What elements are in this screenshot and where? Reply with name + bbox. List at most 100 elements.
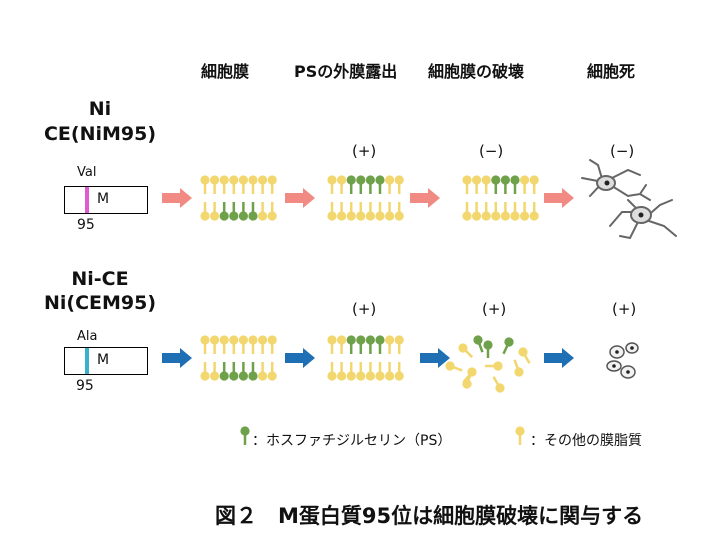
lipid-outer — [375, 335, 385, 354]
row1-membrane-not-destroyed — [462, 175, 539, 221]
lipid-outer — [375, 175, 385, 194]
lipid-inner — [248, 202, 258, 221]
lipid-outer — [219, 175, 229, 194]
lipid-inner — [365, 202, 375, 221]
header-ps-exposure: PSの外膜露出 — [294, 62, 398, 81]
lipid-fragment — [462, 371, 473, 389]
lipid-inner — [356, 202, 366, 221]
row2-sign-cell-death: (+) — [612, 300, 637, 318]
lipid-outer — [394, 175, 404, 194]
lipid-inner — [210, 202, 220, 221]
lipid-fragment — [445, 361, 463, 372]
row1-gene-box: M — [64, 186, 148, 214]
lipid-inner — [210, 362, 220, 381]
lipid-inner — [327, 202, 337, 221]
lipid-inner — [472, 202, 482, 221]
row2-membrane-intact — [200, 335, 277, 381]
row2-strain-line1: Ni-CE — [71, 268, 129, 290]
lipid-inner — [346, 362, 356, 381]
row2-membrane-destroyed — [445, 335, 531, 393]
lipid-fragment — [502, 337, 514, 355]
neuron-nucleus — [638, 212, 644, 218]
row2-gene-box: M — [64, 347, 148, 375]
lipid-inner — [337, 202, 347, 221]
lipid-outer — [238, 335, 248, 354]
lipid-outer — [337, 335, 347, 354]
legend-other-icon — [515, 426, 525, 445]
lipid-inner — [481, 202, 491, 221]
row1-arrow-3 — [410, 188, 440, 208]
row2-arrow-2 — [285, 348, 315, 368]
row1-position: 95 — [77, 217, 95, 233]
header-membrane-destruction: 細胞膜の破壊 — [428, 62, 525, 81]
lipid-outer — [520, 175, 530, 194]
neuron-process — [609, 199, 677, 240]
lipid-outer — [258, 335, 268, 354]
lipid-outer — [337, 175, 347, 194]
lipid-outer — [356, 335, 366, 354]
lipid-outer — [529, 175, 539, 194]
lipid-outer — [200, 175, 210, 194]
lipid-inner — [337, 362, 347, 381]
lipid-outer — [229, 175, 239, 194]
row2-arrow-3 — [420, 348, 450, 368]
lipid-outer — [210, 175, 220, 194]
lipid-outer — [394, 335, 404, 354]
lipid-outer — [327, 175, 337, 194]
lipid-inner — [529, 202, 539, 221]
lipid-outer — [267, 335, 277, 354]
row2-position: 95 — [76, 378, 94, 394]
lipid-fragment — [518, 347, 531, 364]
lipid-outer — [248, 175, 258, 194]
lipid-outer — [462, 175, 472, 194]
lipid-inner — [520, 202, 530, 221]
lipid-outer — [219, 335, 229, 354]
row2-arrow-4 — [544, 348, 574, 368]
legend-ps-icon — [240, 426, 250, 445]
lipid-outer — [229, 335, 239, 354]
neuron-process — [581, 159, 651, 201]
row2-membrane-ps-exposed — [327, 335, 404, 381]
lipid-outer — [491, 175, 501, 194]
row2-arrow-1 — [162, 348, 192, 368]
row1-membrane-intact — [200, 175, 277, 221]
lipid-fragment — [485, 361, 503, 371]
lipid-fragment — [473, 335, 484, 353]
lipid-outer — [248, 335, 258, 354]
lipid-inner — [385, 202, 395, 221]
row2-mutation-marker — [85, 348, 89, 374]
row1-mutation-marker — [85, 187, 89, 213]
row1-strain-line2: CE(NiM95) — [43, 123, 157, 145]
header-cell-death: 細胞死 — [587, 62, 636, 81]
lipid-inner — [258, 362, 268, 381]
lipid-outer — [510, 175, 520, 194]
row1-sign-ps-exposure: (+) — [352, 142, 377, 160]
lipid-inner — [229, 362, 239, 381]
row1-arrow-1 — [162, 188, 192, 208]
row2-gene-label: M — [97, 352, 110, 368]
lipid-inner — [219, 362, 229, 381]
lipid-outer — [267, 175, 277, 194]
lipid-inner — [258, 202, 268, 221]
lipid-outer — [200, 335, 210, 354]
lipid-inner — [394, 362, 404, 381]
row1-sign-cell-death: (−) — [610, 142, 635, 160]
lipid-fragment — [483, 340, 493, 358]
lipid-inner — [200, 202, 210, 221]
lipid-inner — [238, 362, 248, 381]
lipid-outer — [356, 175, 366, 194]
lipid-inner — [219, 202, 229, 221]
row1-residue: Val — [77, 165, 97, 180]
lipid-inner — [327, 362, 337, 381]
lipid-outer — [365, 335, 375, 354]
lipid-outer — [481, 175, 491, 194]
row2-residue: Ala — [77, 329, 98, 344]
lipid-inner — [385, 362, 395, 381]
row2-sign-destruction: (+) — [482, 300, 507, 318]
lipid-inner — [229, 202, 239, 221]
lipid-inner — [375, 362, 385, 381]
lipid-inner — [200, 362, 210, 381]
lipid-inner — [394, 202, 404, 221]
lipid-outer — [500, 175, 510, 194]
